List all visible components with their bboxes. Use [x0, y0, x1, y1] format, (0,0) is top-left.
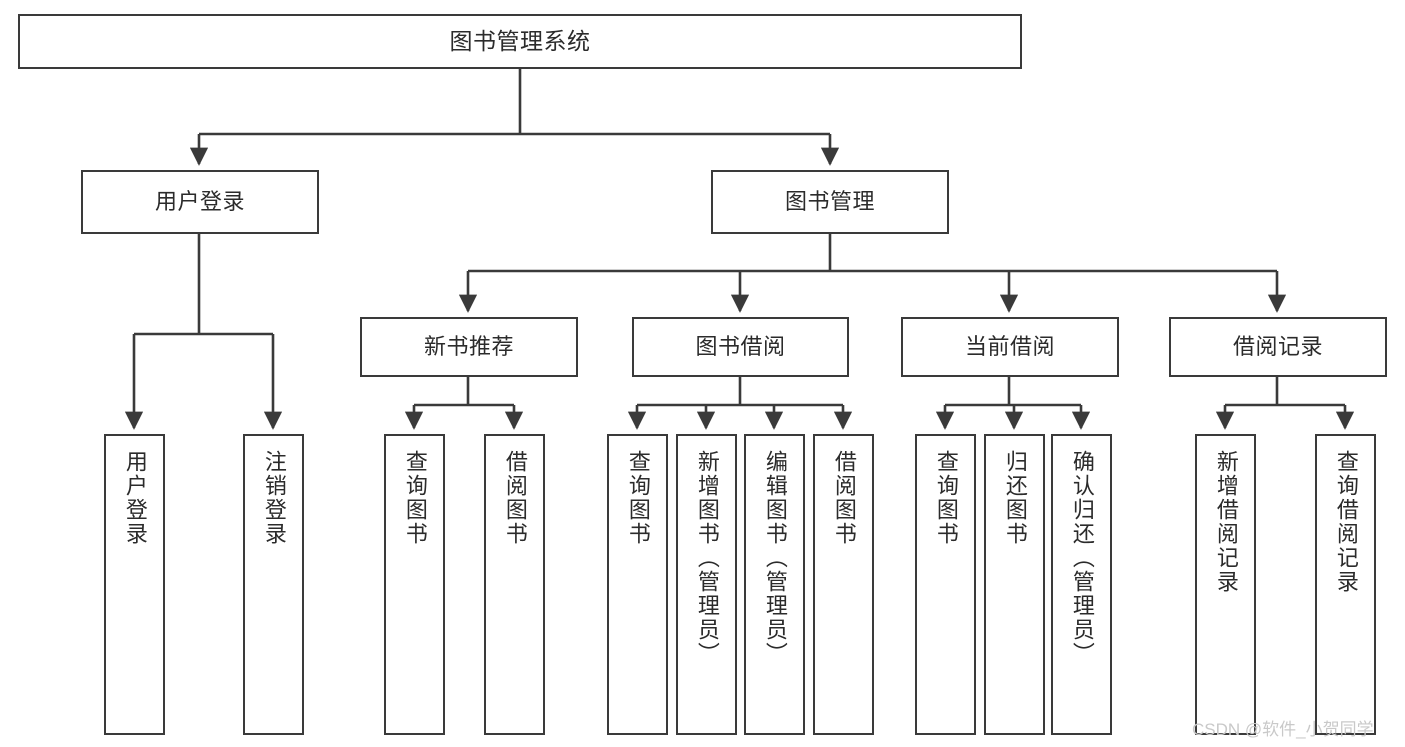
node-new-book-recommend-label: 新书推荐 — [423, 334, 514, 360]
node-leaf-confirm-return-admin-label: 确认归还（管理员） — [1069, 450, 1095, 666]
node-leaf-query-book-nb-label: 查询图书 — [402, 450, 428, 546]
node-leaf-logout-label: 注销登录 — [261, 450, 287, 546]
node-leaf-query-book-nb[interactable]: 查询图书 — [384, 434, 445, 735]
node-root-system[interactable]: 图书管理系统 — [18, 14, 1022, 69]
node-book-manage-label: 图书管理 — [784, 189, 875, 215]
node-leaf-query-borrow-record-label: 查询借阅记录 — [1333, 450, 1359, 594]
node-leaf-query-book-bb[interactable]: 查询图书 — [607, 434, 668, 735]
node-borrow-record-label: 借阅记录 — [1232, 334, 1323, 360]
csdn-watermark: CSDN @软件_小贺同学 — [1192, 720, 1374, 739]
node-leaf-logout[interactable]: 注销登录 — [243, 434, 304, 735]
node-leaf-query-book-bb-label: 查询图书 — [625, 450, 651, 546]
node-root-label: 图书管理系统 — [449, 27, 591, 54]
node-user-login-label: 用户登录 — [154, 189, 245, 215]
node-leaf-borrow-book-nb-label: 借阅图书 — [502, 450, 528, 546]
node-leaf-add-borrow-record[interactable]: 新增借阅记录 — [1195, 434, 1256, 735]
node-leaf-add-book-admin-label: 新增图书（管理员） — [694, 450, 720, 666]
node-leaf-user-login[interactable]: 用户登录 — [104, 434, 165, 735]
node-leaf-return-book-label: 归还图书 — [1002, 450, 1028, 546]
node-current-borrow[interactable]: 当前借阅 — [901, 317, 1119, 377]
node-leaf-user-login-label: 用户登录 — [122, 450, 148, 546]
node-leaf-query-book-cb-label: 查询图书 — [933, 450, 959, 546]
node-leaf-borrow-book-bb-label: 借阅图书 — [831, 450, 857, 546]
node-book-borrow[interactable]: 图书借阅 — [632, 317, 849, 377]
node-leaf-return-book[interactable]: 归还图书 — [984, 434, 1045, 735]
node-leaf-add-borrow-record-label: 新增借阅记录 — [1213, 450, 1239, 594]
node-leaf-query-book-cb[interactable]: 查询图书 — [915, 434, 976, 735]
node-leaf-edit-book-admin[interactable]: 编辑图书（管理员） — [744, 434, 805, 735]
node-book-borrow-label: 图书借阅 — [695, 334, 786, 360]
node-book-manage[interactable]: 图书管理 — [711, 170, 949, 234]
node-leaf-borrow-book-nb[interactable]: 借阅图书 — [484, 434, 545, 735]
node-leaf-borrow-book-bb[interactable]: 借阅图书 — [813, 434, 874, 735]
node-current-borrow-label: 当前借阅 — [964, 334, 1055, 360]
node-new-book-recommend[interactable]: 新书推荐 — [360, 317, 578, 377]
node-leaf-add-book-admin[interactable]: 新增图书（管理员） — [676, 434, 737, 735]
node-leaf-query-borrow-record[interactable]: 查询借阅记录 — [1315, 434, 1376, 735]
node-leaf-edit-book-admin-label: 编辑图书（管理员） — [762, 450, 788, 666]
node-borrow-record[interactable]: 借阅记录 — [1169, 317, 1387, 377]
node-leaf-confirm-return-admin[interactable]: 确认归还（管理员） — [1051, 434, 1112, 735]
node-user-login[interactable]: 用户登录 — [81, 170, 319, 234]
